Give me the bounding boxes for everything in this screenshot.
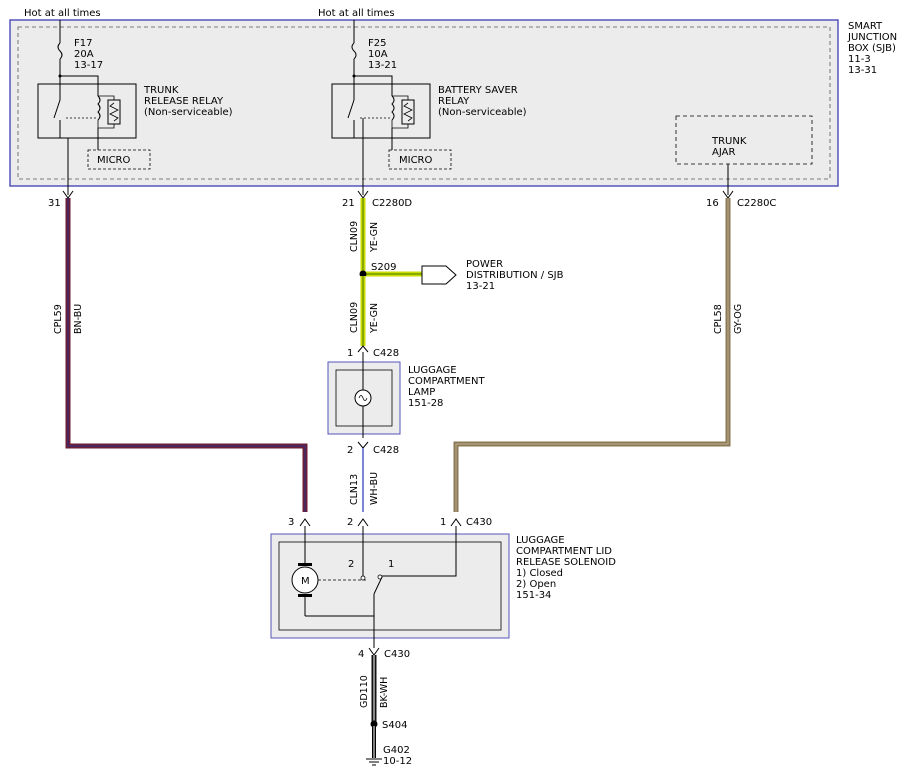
fuse-f17 bbox=[57, 20, 63, 84]
lamp-line-1: LUGGAGE bbox=[408, 365, 457, 376]
power-dist-line-3: 13-21 bbox=[466, 281, 495, 292]
wire-cln09-lower-color: YE-GN bbox=[369, 303, 380, 334]
fuse-f25-name: F25 bbox=[368, 38, 386, 49]
c428-bottom-connector bbox=[357, 441, 369, 449]
trunk-ajar-line-1: TRUNK bbox=[711, 136, 747, 147]
trunk-release-relay bbox=[37, 74, 137, 150]
c430-bottom-label: C430 bbox=[384, 649, 410, 660]
lamp-bottom-pin: 2 bbox=[347, 445, 353, 456]
lamp-line-2: COMPARTMENT bbox=[408, 376, 485, 387]
wire-cpl58-circuit: CPL58 bbox=[713, 304, 724, 334]
connector-c2280c: C2280C bbox=[737, 198, 776, 209]
pin-21: 21 bbox=[342, 198, 355, 209]
micro-label-left: MICRO bbox=[97, 155, 131, 166]
sol-pin-1-connector bbox=[450, 518, 462, 527]
power-dist-line-1: POWER bbox=[466, 259, 503, 270]
wire-cpl59 bbox=[65, 198, 308, 512]
sol-pin-2-connector bbox=[357, 518, 369, 527]
motor-label: M bbox=[301, 576, 310, 587]
solenoid-line-2: COMPARTMENT LID bbox=[516, 546, 612, 557]
splice-s404-label: S404 bbox=[382, 720, 407, 731]
fuse-f17-rating: 20A bbox=[74, 49, 94, 60]
luggage-lamp bbox=[327, 352, 401, 438]
hot-label-left: Hot at all times bbox=[24, 8, 101, 19]
sol-pin-2: 2 bbox=[347, 517, 353, 528]
fuse-f25-ref: 13-21 bbox=[368, 60, 397, 71]
switch-position-2: 2 bbox=[348, 559, 354, 570]
micro-label-center: MICRO bbox=[399, 155, 433, 166]
sjb-name-line-2: JUNCTION bbox=[847, 32, 897, 43]
lamp-line-3: LAMP bbox=[408, 387, 435, 398]
solenoid-line-1: LUGGAGE bbox=[516, 535, 565, 546]
sol-pin-3: 3 bbox=[288, 517, 294, 528]
fuse-f25-rating: 10A bbox=[368, 49, 388, 60]
pin-16: 16 bbox=[706, 198, 719, 209]
wire-cpl59-color: BN-BU bbox=[73, 304, 84, 334]
solenoid-line-3: RELEASE SOLENOID bbox=[516, 557, 616, 568]
fuse-f25 bbox=[351, 20, 357, 84]
ground-name: G402 bbox=[383, 745, 410, 756]
sol-pin-1: 1 bbox=[440, 517, 446, 528]
solenoid-line-6: 151-34 bbox=[516, 590, 551, 601]
ground-ref: 10-12 bbox=[383, 756, 412, 767]
wire-gd110-color: BK-WH bbox=[379, 677, 390, 708]
lamp-top-pin: 1 bbox=[347, 348, 353, 359]
splice-s404 bbox=[370, 720, 378, 728]
power-distribution-arrow bbox=[421, 265, 457, 285]
sjb-name-line-3: BOX (SJB) bbox=[848, 43, 896, 54]
solenoid-line-5: 2) Open bbox=[516, 579, 556, 590]
sjb-ref-1: 11-3 bbox=[848, 54, 871, 65]
c430-top-label: C430 bbox=[466, 517, 492, 528]
trunk-relay-line-2: RELEASE RELAY bbox=[144, 96, 224, 107]
battery-relay-line-2: RELAY bbox=[438, 96, 470, 107]
sjb-name-line-1: SMART bbox=[848, 21, 883, 32]
switch-position-1: 1 bbox=[388, 559, 394, 570]
sol-pin-4: 4 bbox=[358, 649, 364, 660]
wire-gd110-circuit: GD110 bbox=[359, 675, 370, 708]
wire-cln09-upper-color: YE-GN bbox=[369, 222, 380, 253]
c428-bottom-label: C428 bbox=[373, 445, 399, 456]
c428-top-connector bbox=[357, 345, 369, 353]
wire-cpl58 bbox=[453, 198, 731, 512]
battery-relay-line-3: (Non-serviceable) bbox=[438, 107, 527, 118]
sjb-inner-dashed bbox=[17, 26, 831, 180]
trunk-ajar-box bbox=[675, 115, 813, 165]
lamp-line-4: 151-28 bbox=[408, 398, 443, 409]
sol-pin-3-connector bbox=[299, 518, 311, 527]
c428-top-label: C428 bbox=[373, 348, 399, 359]
splice-s209 bbox=[359, 270, 367, 278]
c430-bottom-connector bbox=[368, 647, 380, 656]
splice-s209-label: S209 bbox=[371, 262, 396, 273]
hot-label-right: Hot at all times bbox=[318, 8, 395, 19]
pin-31: 31 bbox=[48, 198, 61, 209]
fuse-f17-ref: 13-17 bbox=[74, 60, 103, 71]
trunk-ajar-line-2: AJAR bbox=[712, 147, 735, 158]
battery-relay-line-1: BATTERY SAVER bbox=[438, 85, 518, 96]
wire-cln13-color: WH-BU bbox=[369, 472, 380, 505]
battery-saver-relay bbox=[331, 74, 431, 150]
trunk-relay-line-1: TRUNK bbox=[143, 85, 179, 96]
wire-cln09-upper-circuit: CLN09 bbox=[349, 221, 360, 252]
wire-cln09-lower-circuit: CLN09 bbox=[349, 302, 360, 333]
wire-cpl59-circuit: CPL59 bbox=[53, 304, 64, 334]
release-solenoid bbox=[270, 526, 510, 648]
fuse-f17-name: F17 bbox=[74, 38, 92, 49]
micro-box-left bbox=[87, 149, 151, 170]
micro-box-center bbox=[388, 149, 452, 170]
power-dist-line-2: DISTRIBUTION / SJB bbox=[466, 270, 564, 281]
wire-cln13-circuit: CLN13 bbox=[349, 474, 360, 505]
ground-g402 bbox=[366, 726, 382, 766]
connector-c2280d: C2280D bbox=[372, 198, 412, 209]
trunk-relay-line-3: (Non-serviceable) bbox=[144, 107, 233, 118]
wire-cpl58-color: GY-OG bbox=[733, 304, 744, 334]
solenoid-line-4: 1) Closed bbox=[516, 568, 563, 579]
sjb-ref-2: 13-31 bbox=[848, 65, 877, 76]
